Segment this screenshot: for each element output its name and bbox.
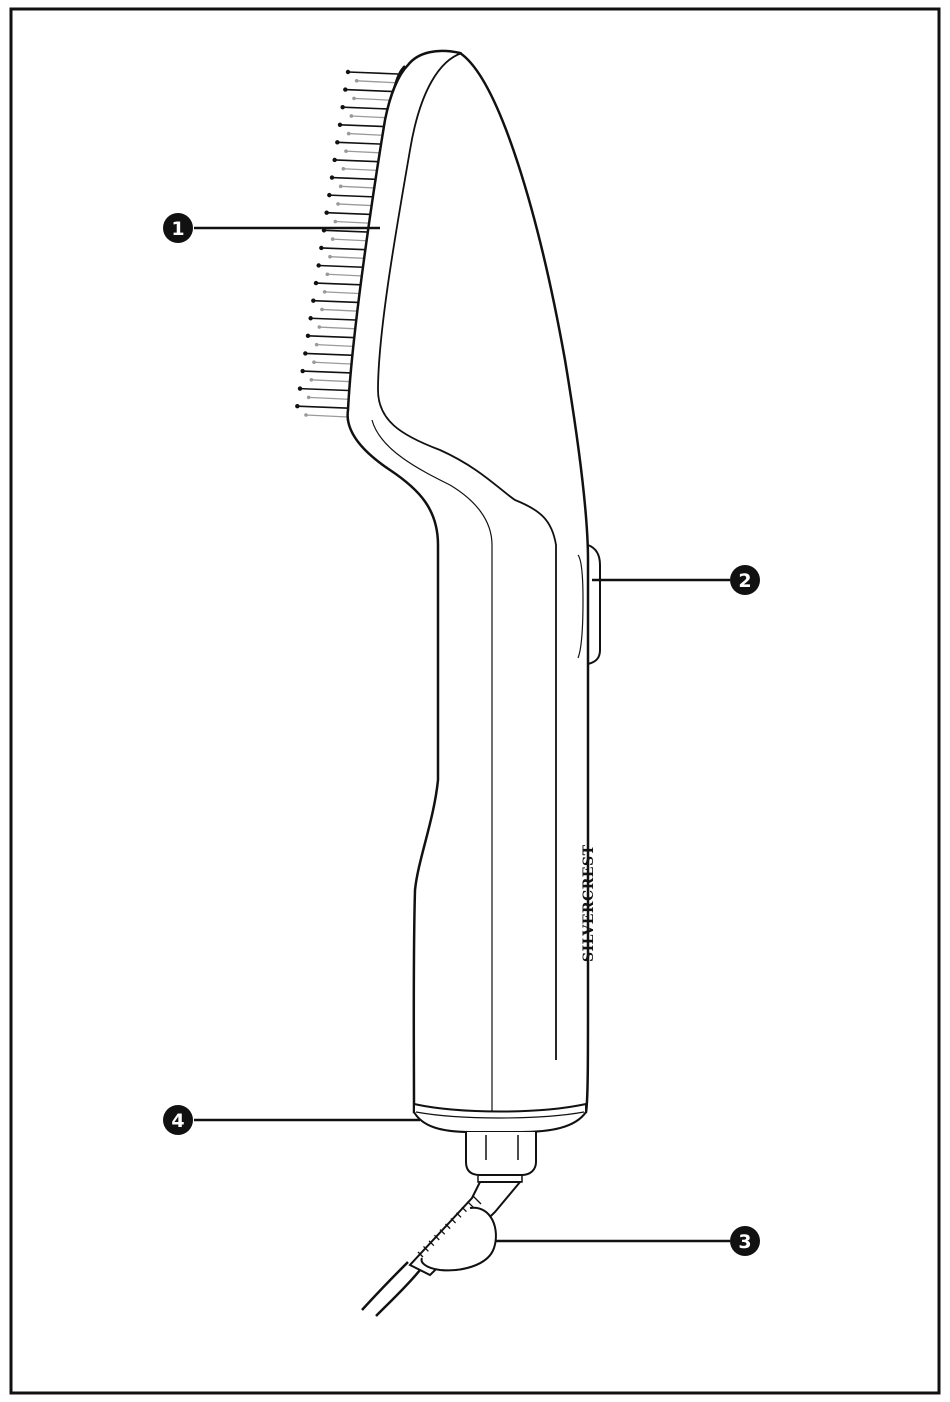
bristle-pin [297,406,349,408]
callout-badge-1: 1 [163,213,193,243]
bristle-tip [355,79,359,83]
bristle-pin [308,336,360,338]
bristle-tip [307,396,311,400]
bristle-tip [350,114,354,118]
bristle-pin [311,380,353,382]
bristle-pin [300,389,352,391]
bristle-pin [357,81,397,83]
svg-text:3: 3 [738,1231,751,1253]
bristle-tip [342,167,346,171]
power-cable [362,1262,420,1316]
bristle-tip [314,281,318,285]
neck-connector [466,1132,536,1175]
bristle-tip [334,220,338,224]
bristle-tip [304,413,308,417]
bristle-tip [303,351,307,355]
bristle-tip [331,237,335,241]
callout-badge-4: 4 [163,1105,193,1135]
bristle-tip [336,202,340,206]
bristle-pin [354,98,394,100]
bristle-tip [323,290,327,294]
callout-badge-2: 2 [730,565,760,595]
bristle-tip [318,325,322,329]
bristle-tip [332,158,336,162]
bristle-pin [309,397,351,399]
bristle-tip [316,263,320,267]
bristle-tip [324,211,328,215]
bristle-tip [352,97,356,101]
bristle-tip [335,140,339,144]
svg-text:1: 1 [171,218,184,240]
bristle-pin [314,362,356,364]
callout-badge-3: 3 [730,1226,760,1256]
svg-text:2: 2 [738,570,751,592]
bristle-tip [295,404,299,408]
bristle-pin [306,415,348,417]
bristle-pin [317,345,359,347]
bristle-tip [298,386,302,390]
bristle-pin [348,72,398,74]
dryer-body [348,51,588,1112]
bristle-tip [310,378,314,382]
brand-logo-text: SILVERCREST [581,844,597,962]
bristle-tip [312,360,316,364]
bristle-tip [328,255,332,259]
bristle-pin [311,318,362,320]
svg-text:4: 4 [171,1110,184,1132]
bristle-tip [330,175,334,179]
switch-button [588,545,600,664]
bristle-tip [308,316,312,320]
bristle-tip [346,70,350,74]
bristle-pin [345,90,395,92]
bristle-tip [319,246,323,250]
bristle-pin [313,301,364,303]
bristle-tip [326,272,330,276]
bristle-pin [303,371,355,373]
bristle-tip [340,105,344,109]
bristle-tip [315,343,319,347]
bristle-tip [338,123,342,127]
bristle-tip [306,334,310,338]
bristle-tip [327,193,331,197]
bristle-tip [343,87,347,91]
bristle-tip [311,298,315,302]
bristle-tip [347,132,351,136]
bristle-pin [305,353,357,355]
bristle-tip [339,185,343,189]
bristle-tip [344,149,348,153]
bristle-tip [320,308,324,312]
bristle-tip [300,369,304,373]
bristle-pin [343,107,393,109]
